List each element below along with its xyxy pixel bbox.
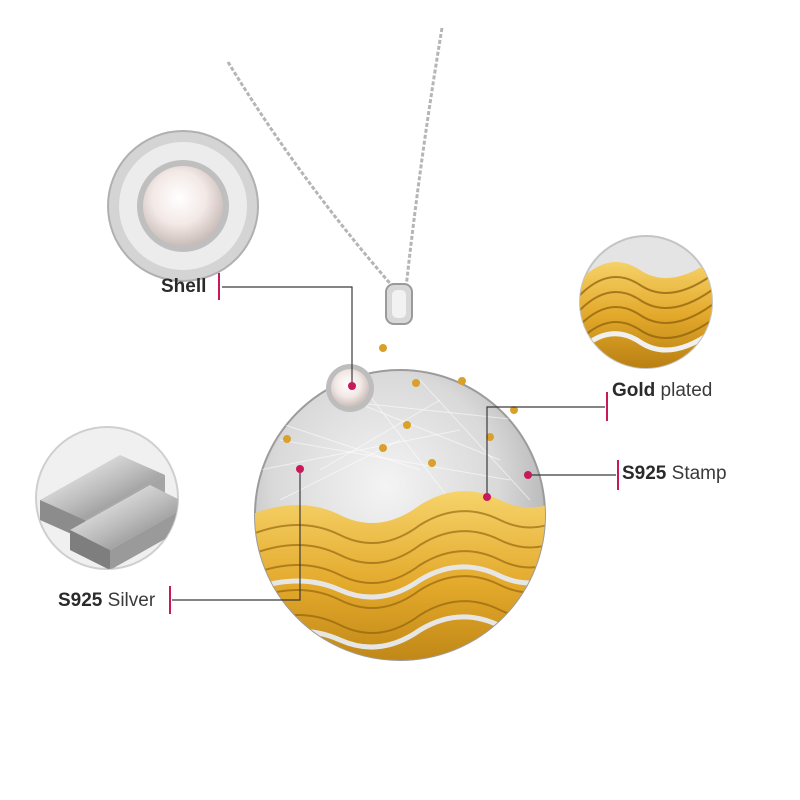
accent-dots bbox=[296, 382, 532, 501]
leader-lines bbox=[172, 286, 616, 601]
s925-silver-label: S925 Silver bbox=[58, 590, 155, 612]
pendant-icon bbox=[254, 344, 546, 661]
gold-label-light: plated bbox=[655, 380, 713, 401]
gold-label-bold: Gold bbox=[612, 380, 656, 401]
chain bbox=[226, 27, 444, 289]
gold-plated-label: Gold plated bbox=[612, 380, 712, 402]
silver-label-bold: S925 bbox=[58, 590, 103, 611]
silver-label-light: Silver bbox=[102, 590, 156, 611]
pearl-icon bbox=[107, 130, 259, 282]
shell-label-text: Shell bbox=[161, 276, 207, 297]
stamp-label-light: Stamp bbox=[666, 463, 727, 484]
stamp-label-bold: S925 bbox=[622, 463, 667, 484]
s925-stamp-label: S925 Stamp bbox=[622, 463, 727, 485]
gold-wave-icon bbox=[579, 235, 713, 369]
accent-ticks bbox=[169, 273, 619, 614]
pendant-bail bbox=[385, 283, 413, 325]
silver-bar-icon bbox=[35, 426, 179, 570]
shell-label: Shell bbox=[161, 276, 206, 298]
